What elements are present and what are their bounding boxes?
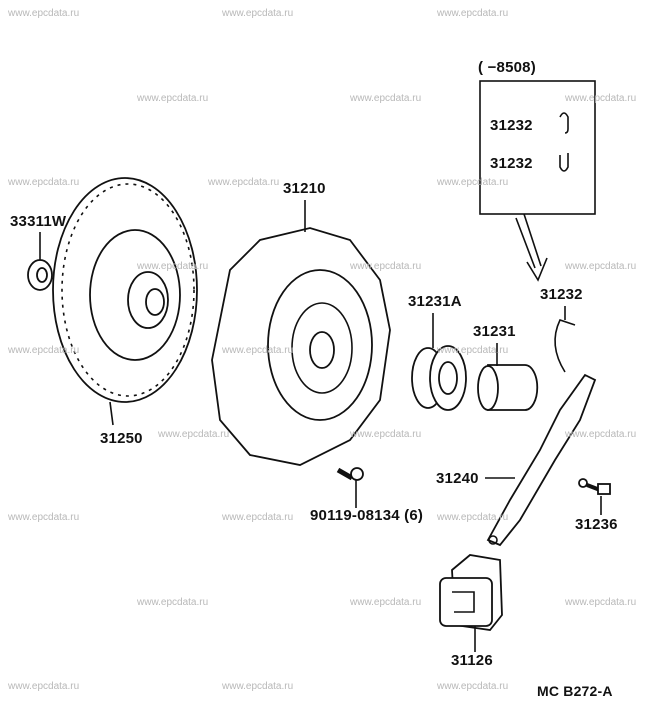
inset-part-number[interactable]: 31232 — [490, 117, 533, 134]
inset-box — [479, 80, 596, 215]
part-label-31126[interactable]: 31126 — [451, 652, 493, 669]
part-label-31232[interactable]: 31232 — [540, 286, 583, 303]
clip-icon-a — [559, 112, 569, 134]
clip-icon-b — [559, 153, 569, 172]
part-label-31240[interactable]: 31240 — [436, 470, 479, 487]
inset-part-number[interactable]: 31232 — [490, 155, 533, 172]
boot-part — [439, 554, 503, 652]
part-label-31210[interactable]: 31210 — [283, 180, 326, 197]
clutch-disc-part — [39, 177, 198, 426]
diagram-code: MC B272-A — [537, 683, 613, 699]
pilot-bearing-part — [27, 259, 53, 291]
release-fork-part — [485, 373, 597, 547]
ball-stud-part — [578, 478, 611, 515]
part-label-31231a[interactable]: 31231A — [408, 293, 462, 310]
part-label-90119-08134[interactable]: 90119-08134 (6) — [310, 507, 424, 524]
part-label-31250[interactable]: 31250 — [100, 430, 143, 447]
inset-range-label: ( −8508) — [478, 59, 536, 76]
arrow-icon — [515, 213, 548, 282]
part-label-31231[interactable]: 31231 — [473, 323, 516, 340]
clip-part — [554, 306, 576, 373]
part-label-33311w[interactable]: 33311W — [10, 213, 67, 230]
clutch-cover-part — [211, 200, 391, 466]
bolt-part — [336, 467, 364, 508]
hub-part — [477, 343, 539, 411]
bearing-part — [411, 313, 467, 411]
part-label-31236[interactable]: 31236 — [575, 516, 618, 533]
